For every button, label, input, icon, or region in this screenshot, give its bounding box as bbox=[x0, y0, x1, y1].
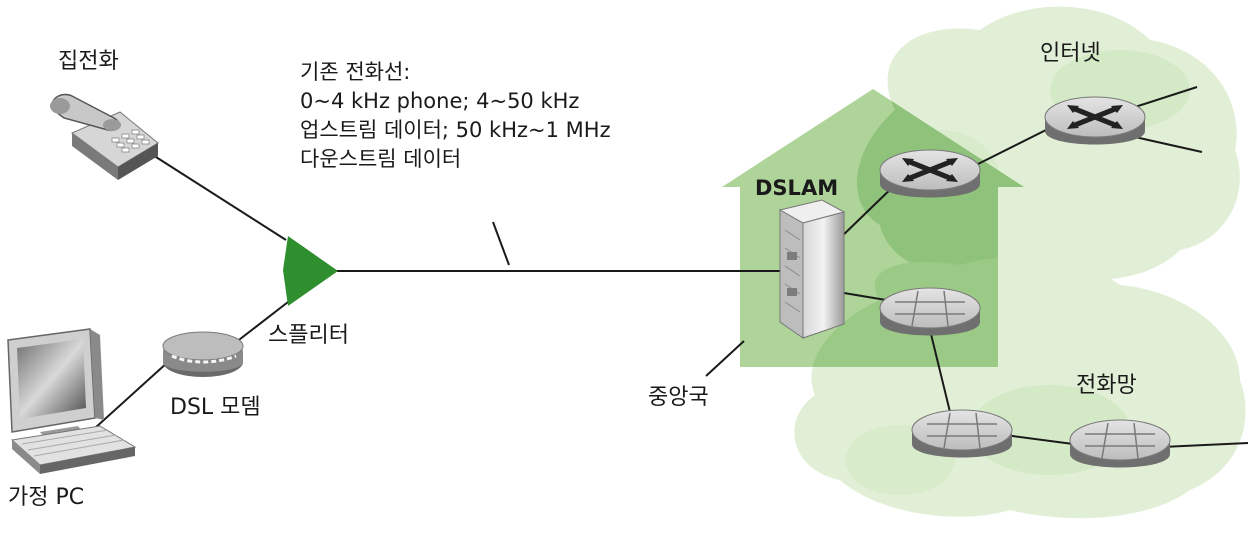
internet-uplink-b bbox=[1134, 136, 1203, 153]
home-phone-label: 집전화 bbox=[58, 49, 119, 74]
dslam-rack-icon bbox=[778, 199, 846, 339]
dslam-to-switch-link bbox=[837, 291, 887, 301]
router-icon bbox=[1044, 96, 1146, 145]
internet-label: 인터넷 bbox=[1040, 41, 1101, 66]
desktop-computer-icon bbox=[7, 328, 137, 474]
splitter-label: 스플리터 bbox=[268, 323, 349, 348]
router-icon bbox=[879, 149, 981, 198]
phone-network-label: 전화망 bbox=[1076, 373, 1137, 398]
telephone-line-note: 기존 전화선: 0~4 kHz phone; 4~50 kHz 업스트림 데이터… bbox=[300, 58, 611, 174]
switch-to-switch-link bbox=[929, 329, 951, 413]
dsl-modem-label: DSL 모뎀 bbox=[170, 395, 261, 420]
desk-telephone-icon bbox=[50, 93, 159, 180]
telephone-line-pointer bbox=[492, 221, 510, 266]
splitter-triangle-icon bbox=[283, 236, 338, 306]
home-pc-label: 가정 PC bbox=[8, 485, 85, 510]
dsl-modem-icon bbox=[162, 331, 244, 377]
modem-to-splitter-link bbox=[234, 301, 289, 344]
telephone-switch-icon bbox=[1069, 419, 1171, 468]
telephone-line-note-line-4: 다운스트림 데이터 bbox=[300, 147, 462, 171]
telephone-line-note-line-3: 업스트림 데이터; 50 kHz~1 MHz bbox=[300, 118, 611, 142]
telephone-line-note-line-1: 기존 전화선: bbox=[300, 60, 411, 84]
internet-uplink-a bbox=[1134, 86, 1198, 108]
telephone-switch-icon bbox=[879, 287, 981, 336]
telephone-line-note-line-2: 0~4 kHz phone; 4~50 kHz bbox=[300, 89, 580, 113]
central-office-label: 중앙국 bbox=[648, 385, 709, 410]
phone-to-splitter-link bbox=[144, 149, 287, 241]
telephone-switch-icon bbox=[911, 409, 1013, 458]
phone-network-uplink bbox=[1161, 442, 1249, 448]
dslam-label: DSLAM bbox=[755, 176, 839, 200]
central-office-pointer bbox=[705, 340, 745, 377]
links bbox=[94, 86, 1249, 448]
pc-to-modem-link bbox=[94, 361, 169, 429]
router-to-internet-router-link bbox=[969, 126, 1053, 169]
switch-to-switch-link-2 bbox=[1004, 434, 1074, 445]
